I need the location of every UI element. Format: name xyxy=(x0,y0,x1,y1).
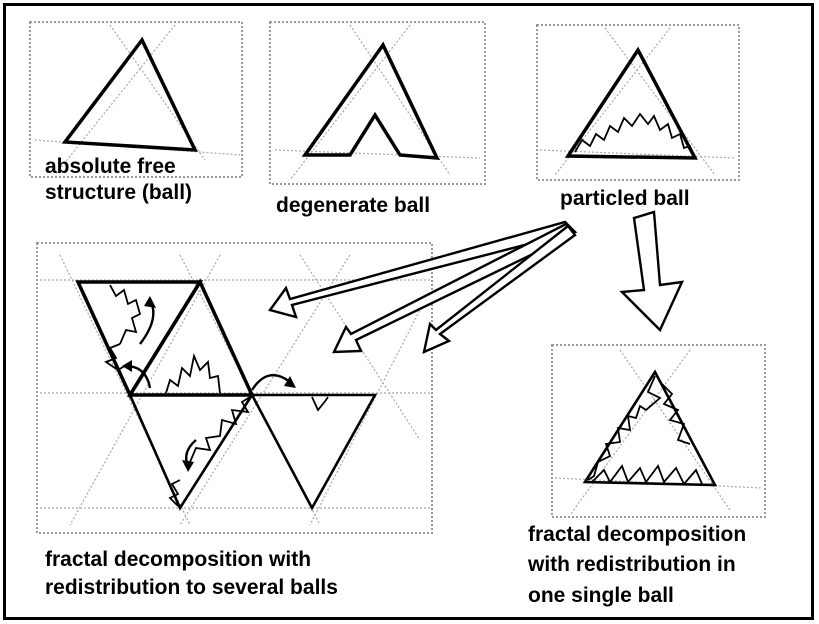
curved-arrow-down-head xyxy=(182,460,194,472)
label-several-line2: redistribution to several balls xyxy=(45,576,338,599)
single-ball-triangle xyxy=(582,369,718,487)
curved-arrow-right-head xyxy=(284,376,296,388)
panel-single-ball xyxy=(551,344,766,518)
single-ball-fractal-right xyxy=(661,383,691,445)
label-particled-ball: particled ball xyxy=(560,187,690,210)
fractal-piece-top xyxy=(109,284,142,345)
distribution-arrows xyxy=(268,210,685,355)
several-bottom-right-triangle xyxy=(249,393,378,511)
label-degenerate-ball: degenerate ball xyxy=(276,194,431,217)
curved-arrow-top-head xyxy=(144,296,156,308)
single-ball-fractal-left xyxy=(587,375,662,481)
degenerate-ball-shape xyxy=(301,41,440,160)
arrow-to-far-right xyxy=(422,224,577,355)
several-bottom-left-triangle xyxy=(128,393,255,511)
curved-arrow-left-head xyxy=(122,360,132,372)
single-ball-fractal-bottom xyxy=(591,464,703,486)
fractal-piece-center xyxy=(165,352,221,394)
particled-ball-triangle xyxy=(564,46,698,160)
fractal-piece-bottom xyxy=(168,479,181,507)
label-absolute-free-line2: structure (ball) xyxy=(45,181,193,204)
fractal-piece-right-notch xyxy=(311,396,329,412)
panel-particled-ball xyxy=(536,24,740,181)
label-single-line3: one single ball xyxy=(528,584,674,607)
label-absolute-free-line1: absolute free xyxy=(45,155,176,178)
panel-absolute-free-ball xyxy=(29,21,243,178)
label-single-line1: fractal decomposition xyxy=(528,523,747,546)
curved-arrow-right xyxy=(250,373,291,391)
label-several-line1: fractal decomposition with xyxy=(45,548,312,571)
panel-several-balls xyxy=(36,242,433,534)
particled-fractal-edge xyxy=(574,112,694,157)
arrow-down-to-single-ball xyxy=(619,210,685,333)
label-single-line2: with redistribution in xyxy=(528,553,736,576)
panel-degenerate-ball xyxy=(269,21,486,185)
fractal-piece-lower xyxy=(189,396,251,463)
fractal-piece-left xyxy=(104,343,129,372)
free-ball-triangle xyxy=(61,36,198,152)
